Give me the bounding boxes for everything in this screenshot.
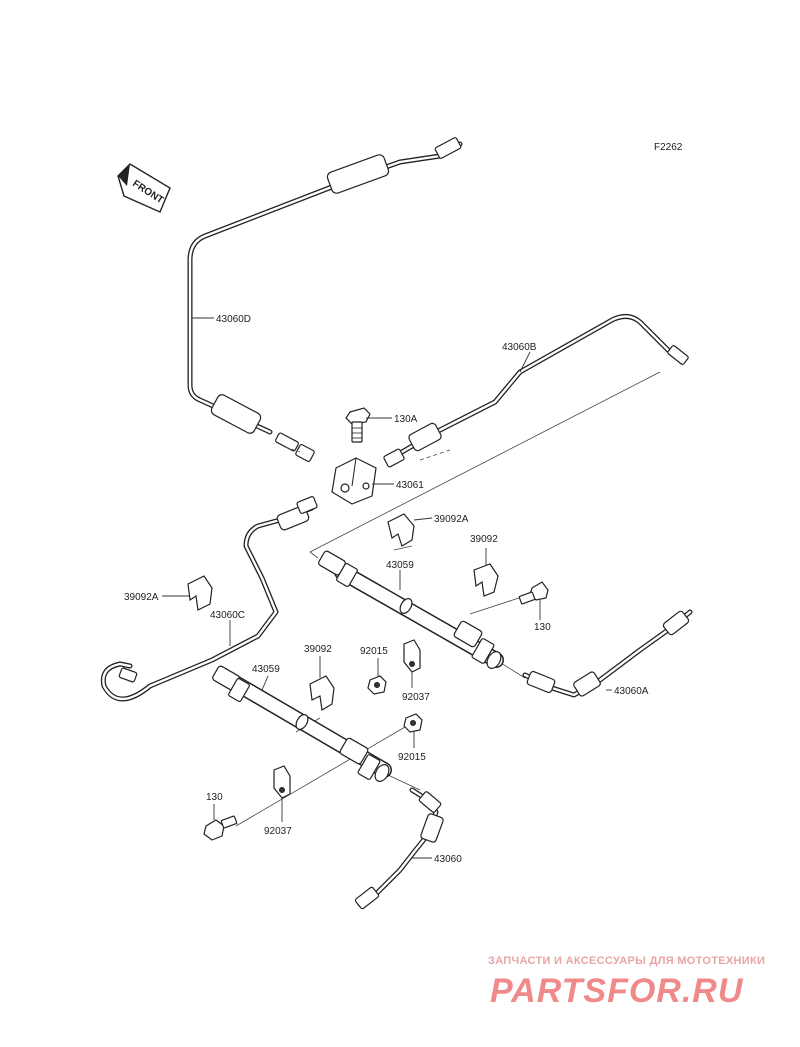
clip-39092A-left [187,575,213,611]
label-43060C: 43060C [210,610,245,621]
label-39092-top: 39092 [470,534,498,545]
watermark: ЗАПЧАСТИ И АКСЕССУАРЫ ДЛЯ МОТОТЕХНИКИ PA… [488,955,765,1010]
label-92015-top: 92015 [360,646,388,657]
clip-39092-mid [309,675,335,711]
label-92037-left: 92037 [264,826,292,837]
label-130-right: 130 [534,622,551,633]
nut-92015-bottom [403,713,423,733]
brake-pipe-43060 [354,787,444,910]
bolt-130-right [518,581,549,605]
bracket-92037-right [403,639,421,673]
clip-39092A-top [387,513,415,547]
assembly-guide-lines [235,371,661,827]
watermark-logo: PARTSFOR.RU [490,972,744,1010]
label-43059-top: 43059 [386,560,414,571]
label-130A: 130A [394,414,418,425]
label-39092A-left: 39092A [124,592,159,603]
label-43060D: 43060D [216,314,251,325]
nut-92015-top [367,675,387,695]
bolt-130-left [203,815,238,841]
label-43060A: 43060A [614,686,649,697]
brake-hose-43059-upper [318,550,504,669]
brake-pipe-43060D [187,137,463,462]
callout-labels: 43060D 43060B 130A 43061 39092A 39092 43… [124,314,649,865]
label-130-left: 130 [206,792,223,803]
watermark-tagline: ЗАПЧАСТИ И АКСЕССУАРЫ ДЛЯ МОТОТЕХНИКИ [488,955,765,967]
label-43060B: 43060B [502,342,537,353]
brake-pipe-43060B [383,314,689,468]
label-92015-bottom: 92015 [398,752,426,763]
brake-pipe-43060A [522,609,693,698]
label-39092-mid: 39092 [304,644,332,655]
brake-hose-43059-lower [212,665,392,782]
callout-leaders [162,317,612,859]
bracket-92037-left [273,765,291,799]
bolt-130A [345,407,371,443]
figure-code: F2262 [654,142,683,153]
label-39092A-top: 39092A [434,514,469,525]
label-43060: 43060 [434,854,462,865]
joint-43061 [331,457,377,505]
front-arrow-icon: FRONT [117,163,171,213]
label-43059-bottom: 43059 [252,664,280,675]
label-43061: 43061 [396,480,424,491]
clip-39092-top [473,563,499,597]
label-92037-right: 92037 [402,692,430,703]
brake-pipe-43060C [100,496,318,702]
